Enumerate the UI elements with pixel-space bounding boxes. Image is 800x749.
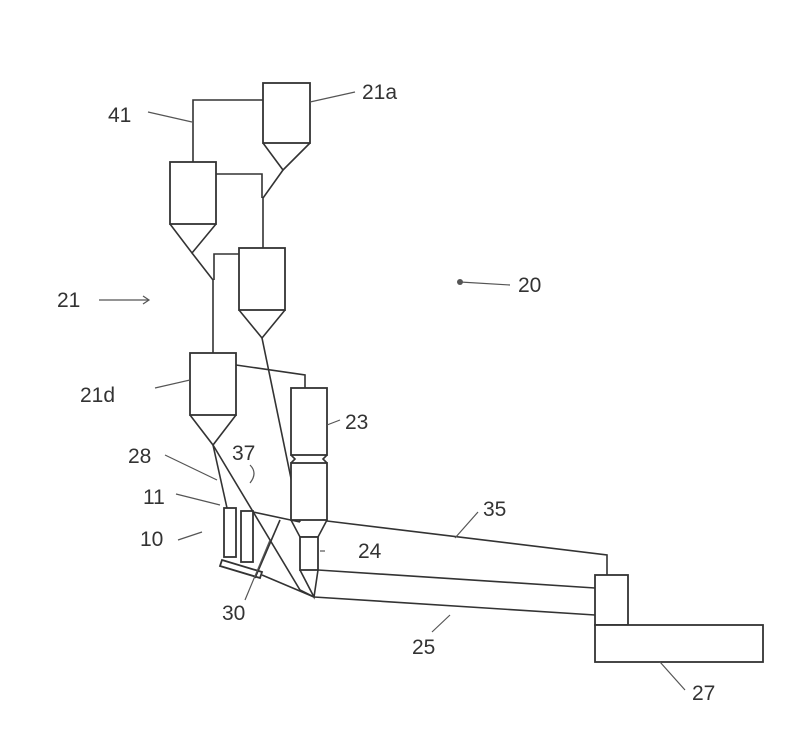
label-23: 23: [345, 411, 368, 434]
label-21a: 21a: [362, 81, 397, 104]
calciner-23: [290, 387, 328, 538]
label-35: 35: [483, 498, 506, 521]
cyclone-21d: [189, 352, 237, 447]
label-41: 41: [108, 104, 131, 127]
label-20: 20: [518, 274, 541, 297]
duct-25: [313, 596, 596, 616]
leader-lines: [99, 91, 686, 691]
riser-24: [299, 536, 319, 600]
duct-mid: [317, 569, 596, 589]
label-21: 21: [57, 289, 80, 312]
kiln-27: [594, 574, 764, 663]
duct-35: [326, 520, 608, 575]
label-37: 37: [232, 442, 255, 465]
label-11: 11: [143, 486, 165, 509]
duct-41: [192, 99, 263, 162]
cyclone-21a: [262, 82, 311, 172]
cyclone-2: [169, 161, 217, 255]
reference-labels: 21a 41 21 20 21d 23 28 37 11 10 35 24 30…: [57, 81, 715, 705]
label-24: 24: [358, 540, 382, 563]
label-30: 30: [222, 602, 245, 625]
cyclone-3: [238, 247, 286, 340]
cooler-10: [218, 507, 315, 598]
label-10: 10: [140, 528, 163, 551]
arrow-head-icon: [457, 279, 463, 285]
label-25: 25: [412, 636, 435, 659]
label-27: 27: [692, 682, 715, 705]
label-21d: 21d: [80, 384, 115, 407]
label-28: 28: [128, 445, 151, 468]
